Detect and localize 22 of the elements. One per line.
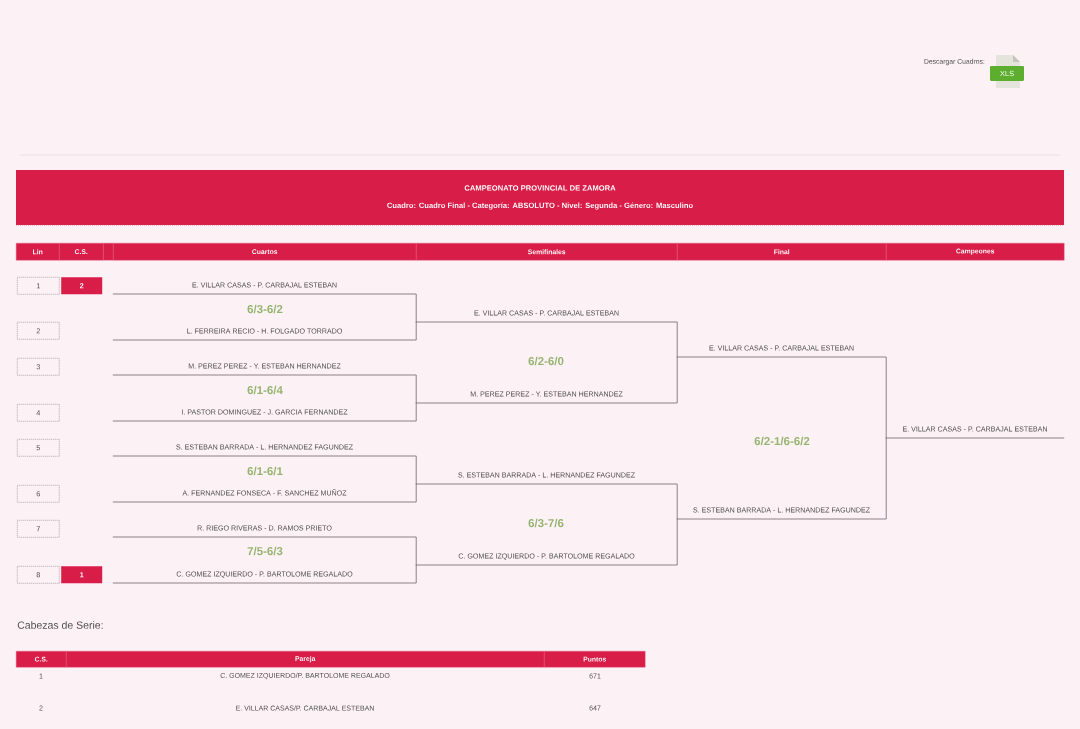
bracket-line <box>676 483 678 520</box>
match-score: 6/3-6/2 <box>247 304 283 314</box>
bracket-line <box>415 374 417 404</box>
match-score: 6/2-1/6-6/2 <box>754 436 810 446</box>
bracket-line <box>676 356 678 404</box>
bracket-line <box>415 321 417 341</box>
match-score: 7/5-6/3 <box>247 546 283 556</box>
bracket-line <box>885 356 887 439</box>
section-heading: Cabezas de Serie: <box>17 621 103 629</box>
bracket-line <box>415 536 417 566</box>
match-score: 6/3-7/6 <box>528 518 564 528</box>
match-score: 6/2-6/0 <box>528 356 564 366</box>
match-score: 6/1-6/4 <box>247 385 283 395</box>
match-score: 6/1-6/1 <box>247 466 283 476</box>
bracket-line <box>415 293 417 323</box>
bracket-line <box>676 321 678 358</box>
bracket-line <box>415 455 417 485</box>
bracket-line <box>415 564 417 584</box>
bracket-line <box>676 518 678 566</box>
bracket-line <box>415 483 417 503</box>
bracket-line <box>415 402 417 422</box>
bracket-line <box>885 437 887 520</box>
